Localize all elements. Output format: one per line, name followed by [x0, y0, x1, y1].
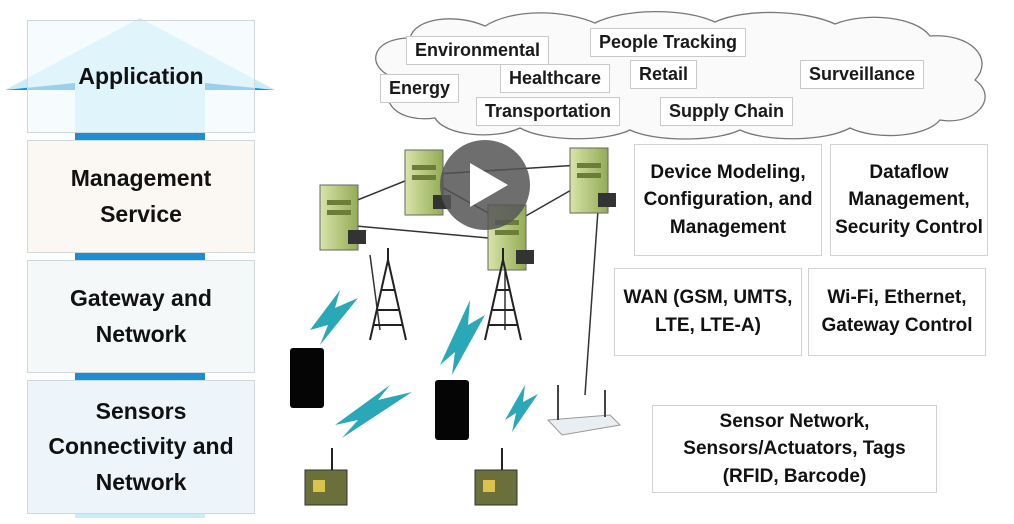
smartphone-icon [435, 380, 469, 440]
layer-label: Application [78, 62, 204, 89]
sensor-board-icon [474, 448, 518, 506]
box-text: Wi-Fi, Ethernet, Gateway Control [821, 287, 973, 336]
box-dataflow: Dataflow Management, Security Control [830, 144, 988, 256]
cell-tower-icon [369, 248, 407, 341]
box-text: WAN (GSM, UMTS, LTE, LTE-A) [623, 287, 793, 336]
layer-application: Application [27, 20, 255, 133]
tag-supply-chain: Supply Chain [660, 97, 794, 126]
layer-label: Sensors Connectivity and Network [48, 397, 234, 495]
box-sensor-network: Sensor Network, Sensors/Actuators, Tags … [652, 405, 937, 493]
box-text: Sensor Network, Sensors/Actuators, Tags … [683, 410, 906, 487]
box-text: Dataflow Management, Security Control [835, 161, 983, 238]
layer-label: Gateway and Network [70, 284, 212, 347]
layer-sensors-connectivity: Sensors Connectivity and Network [27, 380, 255, 514]
layer-label: Management Service [70, 164, 212, 227]
sensor-board-icon [304, 448, 348, 506]
server-icon [319, 184, 366, 251]
box-text: Device Modeling, Configuration, and Mana… [643, 161, 813, 238]
cell-tower-icon [484, 248, 522, 341]
tag-people-tracking: People Tracking [590, 28, 747, 57]
layer-management-service: Management Service [27, 140, 255, 253]
tag-retail: Retail [630, 60, 698, 89]
server-icon [569, 147, 616, 214]
lightning-icon [310, 290, 538, 438]
play-icon [440, 140, 530, 230]
box-wan: WAN (GSM, UMTS, LTE, LTE-A) [614, 268, 802, 356]
tag-healthcare: Healthcare [500, 64, 611, 93]
tag-transportation: Transportation [476, 97, 621, 126]
smartphone-icon [290, 348, 324, 408]
tag-environmental: Environmental [406, 36, 550, 65]
network-illustration [290, 140, 622, 506]
box-device-modeling: Device Modeling, Configuration, and Mana… [634, 144, 822, 256]
layer-gateway-network: Gateway and Network [27, 260, 255, 373]
router-icon [546, 385, 622, 436]
tag-surveillance: Surveillance [800, 60, 925, 89]
tag-energy: Energy [380, 74, 460, 103]
box-wifi: Wi-Fi, Ethernet, Gateway Control [808, 268, 986, 356]
